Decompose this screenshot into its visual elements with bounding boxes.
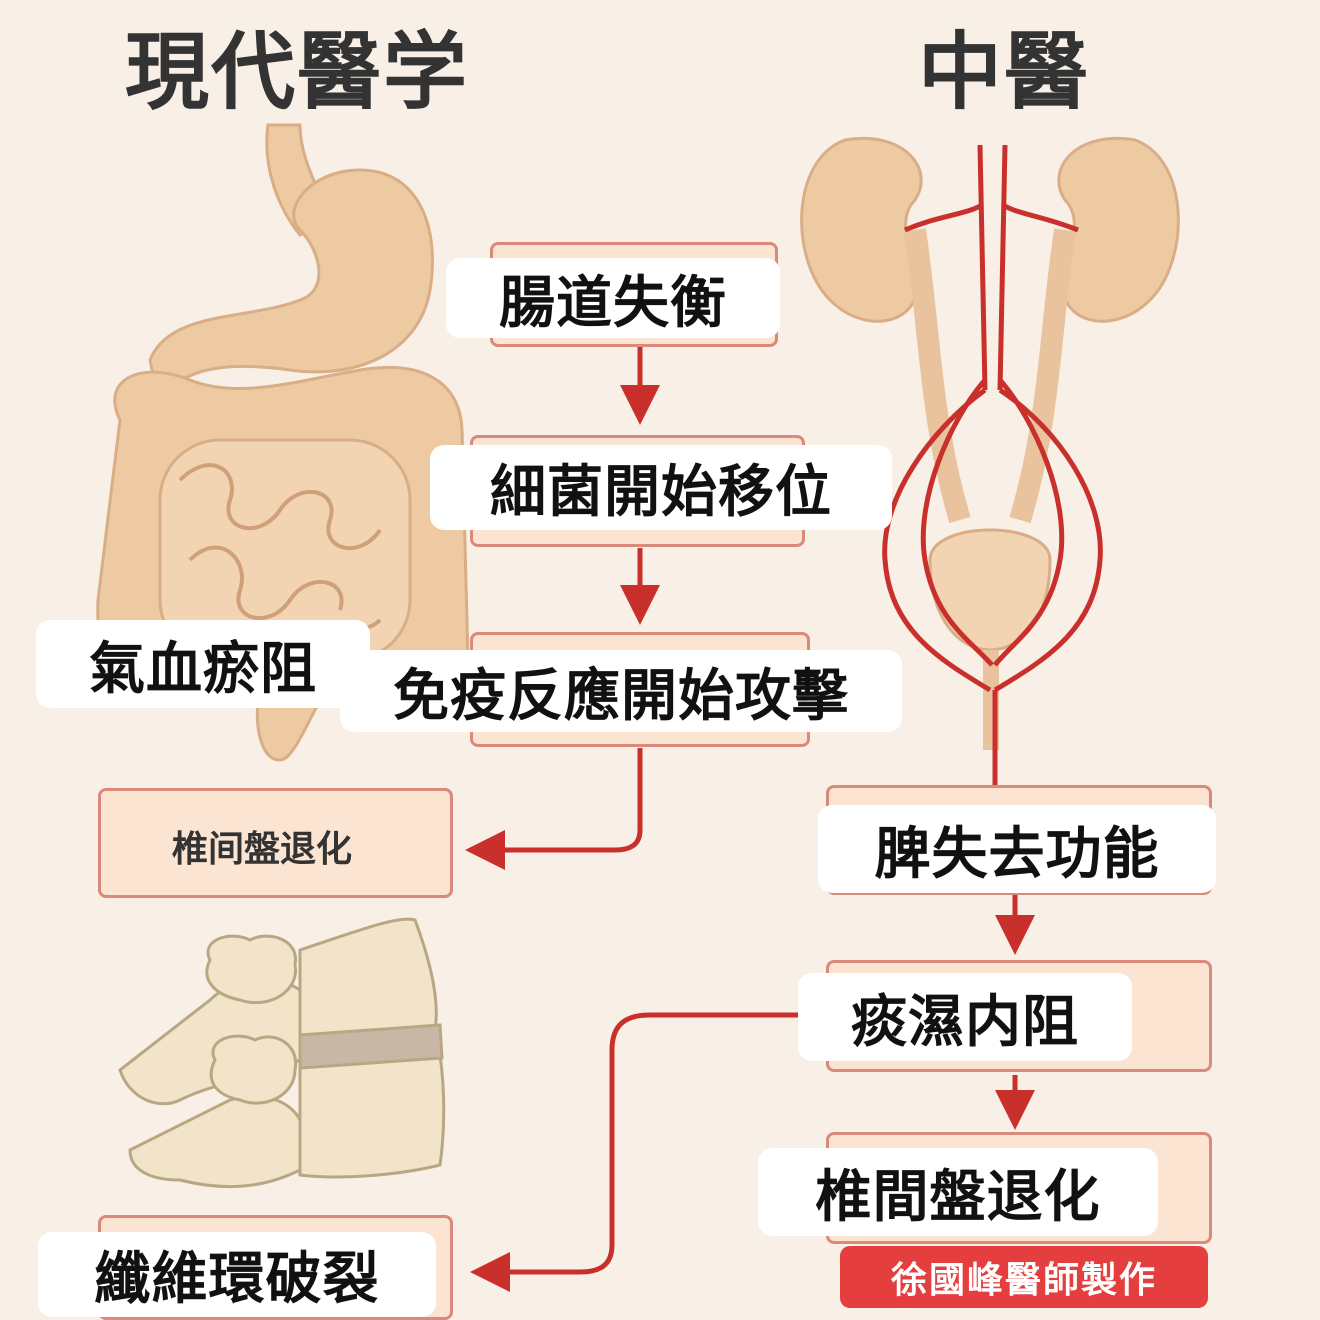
spine-illustration	[118, 917, 446, 1189]
right-flow-step-2: 痰濕内阻	[798, 973, 1132, 1061]
left-flow-box-4	[98, 788, 453, 898]
kidney-urinary-illustration	[800, 137, 1180, 790]
author-credit-badge: 徐國峰醫師製作	[840, 1246, 1208, 1308]
qi-blood-stasis-label: 氣血瘀阻	[36, 620, 370, 708]
modern-medicine-heading: 現代醫学	[125, 23, 470, 121]
right-flow-step-1: 脾失去功能	[818, 805, 1216, 893]
right-flow-step-3: 椎間盤退化	[758, 1148, 1158, 1236]
tcm-heading: 中醫	[918, 23, 1091, 121]
right-flow-arrows	[470, 895, 1035, 1292]
left-flow-step-1: 腸道失衡	[446, 258, 780, 338]
left-flow-step-4: 椎间盤退化	[172, 829, 353, 870]
left-flow-step-3: 免疫反應開始攻擊	[340, 650, 902, 732]
left-flow-step-2: 細菌開始移位	[430, 445, 892, 530]
left-flow-arrows	[465, 345, 660, 870]
left-flow-step-5: 纖維環破裂	[38, 1232, 436, 1317]
